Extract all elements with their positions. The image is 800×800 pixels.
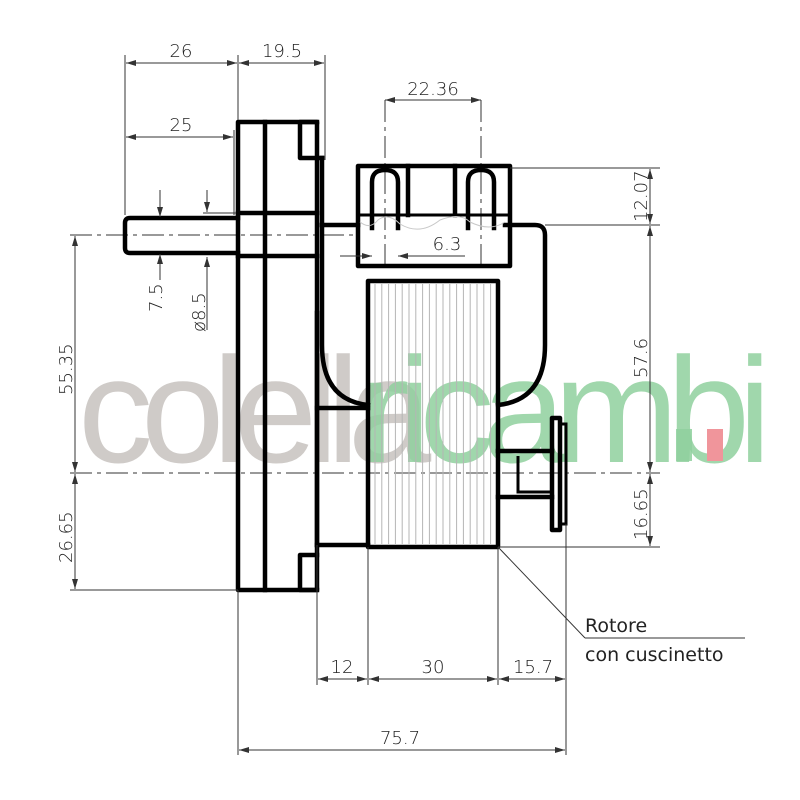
dimensions-right: 12.07 57.6 16.65 [498, 167, 660, 548]
dim-30: 30 [422, 657, 445, 678]
rotor-disc-rim [558, 422, 568, 526]
dimensions-bottom: 12 30 15.7 75.7 [237, 524, 567, 755]
gearbox-notch-top [297, 119, 325, 161]
dim-7-5: 7.5 [146, 283, 167, 312]
dim-57-6: 57.6 [631, 338, 652, 378]
dim-12-07: 12.07 [631, 170, 652, 222]
dim-22-36: 22.36 [407, 79, 459, 100]
watermark-text-colella: colella [78, 326, 432, 494]
watermark-dot-green [676, 429, 692, 461]
dim-16-65: 16.65 [631, 488, 652, 540]
callout-leader [497, 546, 586, 639]
gearbox-notch-bottom [297, 552, 320, 593]
rotor-callout: Rotore con cuscinetto [497, 546, 745, 666]
center-lines [70, 100, 660, 474]
dimensions-left: 55.35 26.65 [56, 236, 238, 591]
yoke-left-curve [319, 222, 371, 408]
dim-26-65: 26.65 [56, 511, 77, 563]
stator-yoke [314, 222, 548, 548]
terminal-left [369, 167, 401, 231]
callout-label-cuscinetto: con cuscinetto [585, 644, 724, 666]
dim-25: 25 [170, 115, 193, 136]
stator-laminations [365, 278, 501, 550]
connector [355, 163, 513, 269]
lamination-hatch [374, 284, 492, 544]
gearbox [235, 119, 325, 593]
stator-outline [365, 278, 501, 550]
output-shaft [122, 215, 241, 256]
terminal-right [465, 167, 497, 231]
dim-6-3: 6.3 [433, 234, 462, 255]
dimensions-shaft: 7.5 ø8.5 [146, 190, 236, 332]
connector-break-line [359, 216, 506, 230]
dim-19-5: 19.5 [262, 41, 302, 62]
dimensions-top: 26 19.5 25 22.36 6.3 [124, 41, 481, 259]
watermark: colella ricambi [78, 326, 774, 494]
rotor-bearing [495, 415, 568, 533]
yoke-right-curve [495, 222, 548, 408]
callout-label-rotore: Rotore [585, 615, 647, 637]
dim-55-35: 55.35 [56, 343, 77, 395]
dim-12: 12 [331, 657, 354, 678]
dim-diameter-8-5: ø8.5 [189, 292, 210, 332]
rotor-hub-inner [516, 456, 552, 494]
dim-15-7: 15.7 [513, 657, 553, 678]
watermark-dot-red [707, 429, 723, 461]
dim-75-7: 75.7 [380, 728, 420, 749]
shaft-body [122, 215, 241, 256]
dim-26: 26 [170, 41, 193, 62]
